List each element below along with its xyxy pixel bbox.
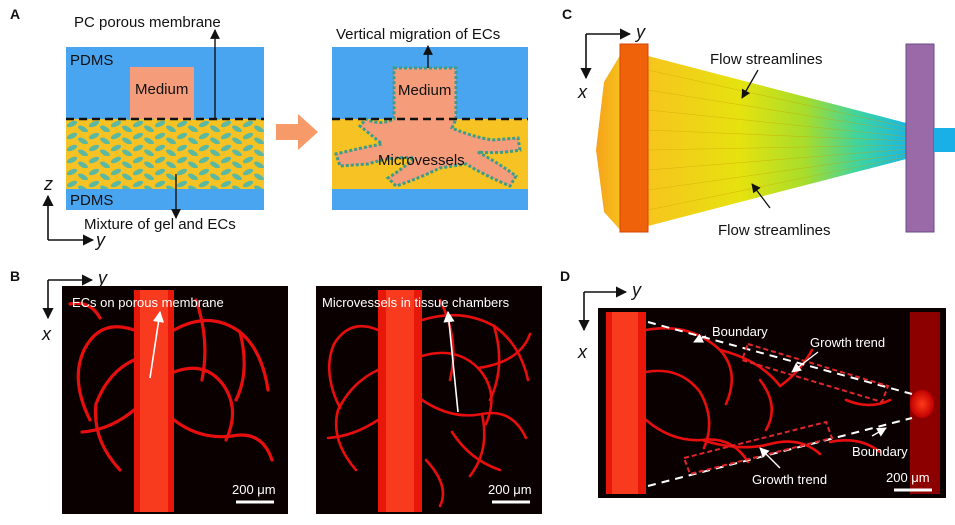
panel-d-letter: D (560, 268, 570, 284)
flow-arrow-bottom (751, 183, 771, 209)
axes-c: y x (577, 22, 646, 102)
medium-left-label: Medium (135, 81, 188, 98)
growth-label-bottom: Growth trend (752, 472, 827, 487)
panel-c-letter: C (562, 6, 572, 22)
panel-c: C y x Flow streamlines Flow streamlines (562, 6, 955, 239)
microvessels-pointer-arrow (443, 310, 459, 413)
scale-label-left: 200 μm (232, 482, 276, 497)
panel-b: B y x ECs on porous mem (10, 268, 542, 514)
ecs-pointer-arrow (149, 310, 165, 379)
streamline-lines (647, 69, 911, 211)
micrograph-ecs (62, 286, 288, 514)
axis-y-label-b: y (96, 268, 108, 288)
schematic-after: Vertical migration of ECs Medium Microve… (332, 26, 528, 210)
flow-arrow-top (741, 69, 759, 99)
axes-a: z y (42, 174, 106, 250)
vertical-migration-label: Vertical migration of ECs (336, 26, 500, 43)
pdms-top-label: PDMS (70, 52, 113, 69)
boundary-arrow-top (693, 333, 707, 343)
flow-label-bottom: Flow streamlines (718, 222, 831, 239)
medium-chamber-left (130, 67, 194, 119)
membrane-strip-right (905, 43, 935, 233)
microvessels-tissue-label: Microvessels in tissue chambers (322, 295, 510, 310)
schematic-before: PC porous membrane PDMS Medium PDMS Mixt… (66, 14, 264, 233)
micrograph-microvessels (316, 286, 542, 514)
pdms-bottom-layer-right (332, 189, 528, 210)
microvessels-label: Microvessels (378, 152, 465, 169)
axis-y-label-a: y (94, 230, 106, 250)
axis-y-label-d: y (630, 280, 642, 300)
axes-b: y x (41, 268, 108, 344)
scale-label-d: 200 μm (886, 470, 930, 485)
axis-x-label-c: x (577, 82, 588, 102)
boundary-line-top (647, 321, 913, 395)
growth-label-top: Growth trend (810, 335, 885, 350)
axis-y-label-c: y (634, 22, 646, 42)
outlet-channel (934, 128, 955, 152)
boundary-label-top: Boundary (712, 324, 768, 339)
ecs-in-gel (66, 119, 264, 189)
inlet-region (596, 52, 622, 232)
membrane-strip-left (619, 43, 649, 233)
pdms-bottom-layer (66, 189, 264, 210)
boundary-label-bottom: Boundary (852, 444, 908, 459)
micrograph-growth (598, 308, 946, 498)
growth-region-top (740, 342, 890, 404)
flow-label-top: Flow streamlines (710, 51, 823, 68)
scale-label-right: 200 μm (488, 482, 532, 497)
growth-arrow-bottom (759, 447, 781, 469)
boundary-line-bottom (647, 417, 913, 487)
mixture-label: Mixture of gel and ECs (84, 216, 236, 233)
axis-x-label-b: x (41, 324, 52, 344)
microvessel-network (334, 66, 522, 188)
pdms-bottom-label: PDMS (70, 192, 113, 209)
panel-b-letter: B (10, 268, 20, 284)
panel-a-letter: A (10, 6, 20, 22)
axis-x-label-d: x (577, 342, 588, 362)
boundary-arrow-bottom (871, 427, 887, 437)
pc-membrane-label: PC porous membrane (74, 14, 221, 31)
panel-d: D y x (560, 268, 946, 498)
flow-field (648, 56, 910, 226)
transition-arrow (276, 114, 318, 150)
growth-region-bottom (682, 420, 834, 476)
axis-z-label: z (43, 174, 53, 194)
axes-d: y x (577, 280, 642, 362)
growth-arrow-top (791, 351, 819, 373)
panel-a: A PC porous membrane PDMS Medium PDMS Mi… (10, 6, 528, 250)
medium-right-label: Medium (398, 82, 451, 99)
ecs-label: ECs on porous membrane (72, 295, 224, 310)
